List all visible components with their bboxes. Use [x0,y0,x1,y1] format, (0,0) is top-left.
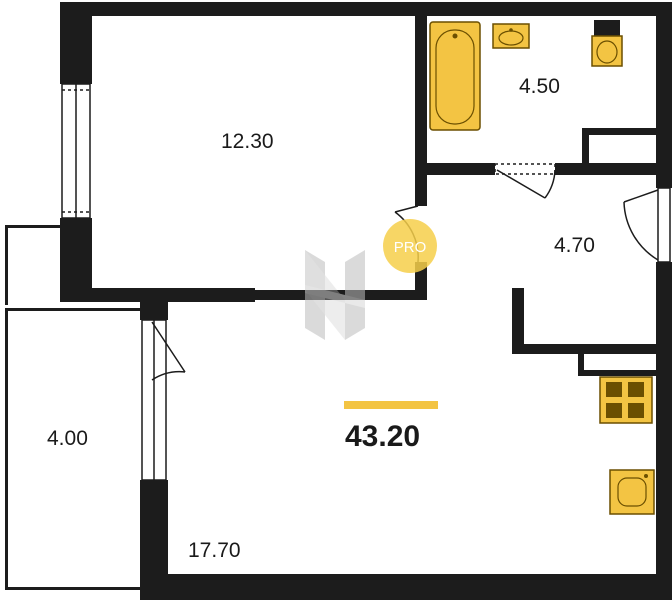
total-area-accent-bar [344,401,438,409]
bath-door-frame [494,163,556,175]
living-kitchen-area-label: 17.70 [188,539,241,562]
hallway-area-label: 4.70 [554,234,595,257]
toilet-icon [591,20,623,67]
brand-badge-text: PRO [394,239,427,256]
kitchen-sink-icon [609,469,655,515]
bedroom-area-label: 12.30 [221,130,274,153]
hall-window [657,187,671,263]
walls [5,2,672,600]
bathroom-area-label: 4.50 [519,75,560,98]
stove-icon [599,376,653,424]
brand-watermark-logo [305,250,365,340]
balcony-door [151,321,186,381]
sink-icon [492,23,530,49]
bath-door [496,169,556,199]
brand-badge: PRO [383,219,437,273]
windows [61,83,671,481]
bathtub-icon [429,21,481,131]
balcony-area-label: 4.00 [47,427,88,450]
total-area-label: 43.20 [345,420,421,453]
hall-entry-door [623,189,659,261]
